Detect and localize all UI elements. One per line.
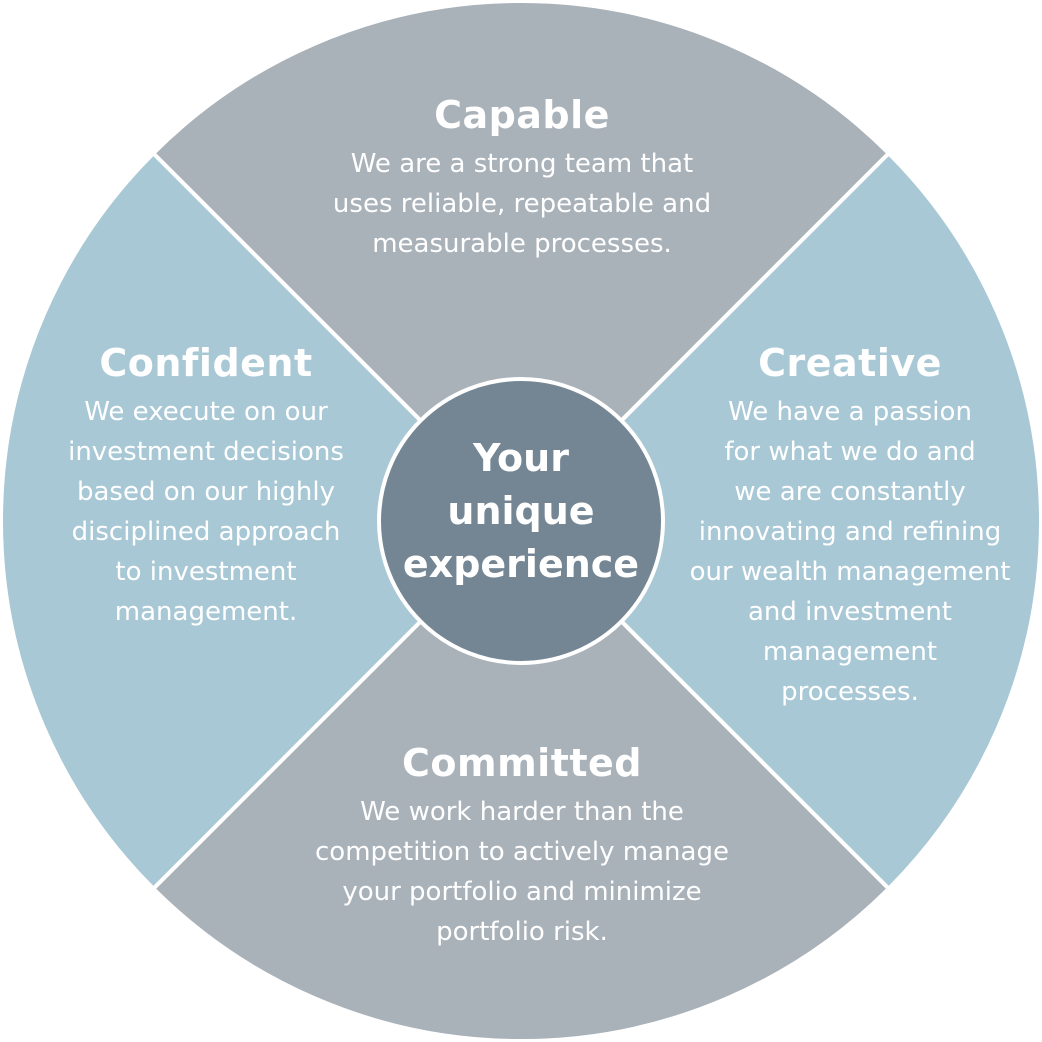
segment-capable-text: Capable We are a strong team that uses r… <box>333 90 711 264</box>
description-line: we are constantly <box>734 477 966 507</box>
center-label-line: Your <box>473 436 569 480</box>
segment-title: Confident <box>99 341 313 385</box>
description-line: We work harder than the <box>360 797 684 827</box>
segment-bottom-committed <box>150 518 892 1042</box>
segment-description: We work harder than the competition to a… <box>315 792 729 952</box>
description-line: competition to actively manage <box>315 837 729 867</box>
description-line: investment decisions <box>68 437 344 467</box>
description-line: management. <box>114 597 298 627</box>
segment-description: We have a passion for what we do and we … <box>690 392 1011 712</box>
segment-title: Committed <box>401 741 642 785</box>
segment-creative-text: Creative We have a passion for what we d… <box>690 338 1011 712</box>
description-line: disciplined approach <box>71 517 341 547</box>
description-line: your portfolio and minimize <box>342 877 702 907</box>
description-line: for what we do and <box>724 437 976 467</box>
segment-top-capable <box>150 0 892 524</box>
description-line: measurable processes. <box>372 229 672 259</box>
segment-title: Creative <box>758 341 942 385</box>
center-label: Your unique experience <box>403 432 639 591</box>
description-line: based on our highly <box>76 477 336 507</box>
center-label-line: unique <box>447 489 595 533</box>
description-line: uses reliable, repeatable and <box>332 189 712 219</box>
segment-right-creative <box>518 150 1042 892</box>
center-circle <box>377 377 665 665</box>
description-line: and investment <box>747 597 952 627</box>
segment-committed-text: Committed We work harder than the compet… <box>315 738 729 952</box>
description-line: management <box>762 637 938 667</box>
segment-confident-text: Confident We execute on our investment d… <box>68 338 344 632</box>
description-line: portfolio risk. <box>436 917 608 947</box>
description-line: to investment <box>115 557 297 587</box>
segment-description: We execute on our investment decisions b… <box>68 392 344 632</box>
segment-left-confident <box>0 150 524 892</box>
description-line: our wealth management <box>689 557 1011 587</box>
center-label-line: experience <box>402 542 640 586</box>
description-line: processes. <box>781 677 919 707</box>
description-line: innovating and refining <box>698 517 1002 547</box>
description-line: We execute on our <box>84 397 328 427</box>
description-line: We have a passion <box>728 397 972 427</box>
segment-description: We are a strong team that uses reliable,… <box>333 144 711 264</box>
description-line: We are a strong team that <box>350 149 694 179</box>
segment-title: Capable <box>434 93 610 137</box>
